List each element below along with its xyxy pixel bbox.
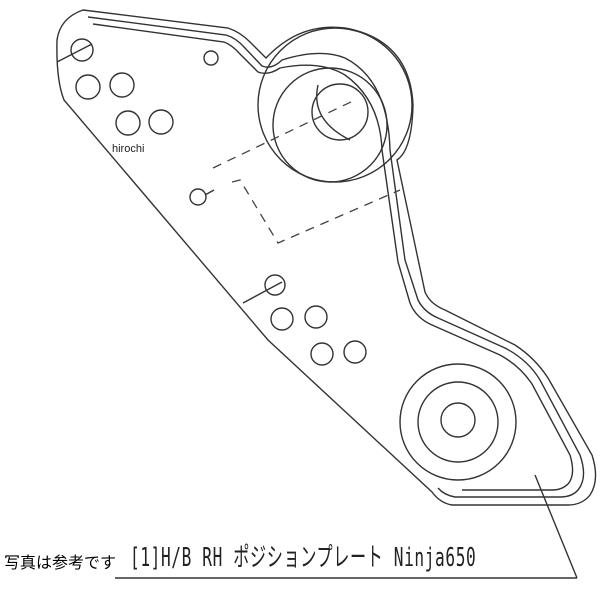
hole [203, 50, 219, 66]
leader-line [242, 281, 283, 304]
label-leader-line [534, 474, 578, 579]
hole [189, 188, 207, 206]
upper-boss-outer [257, 27, 413, 183]
leader-line [56, 43, 93, 63]
mounting-holes [70, 38, 367, 366]
hole [343, 340, 367, 364]
watermark-text: hirochi [112, 143, 145, 155]
plate-outer-outline [56, 9, 597, 506]
plate-third-outline [92, 23, 574, 491]
hole [115, 110, 141, 136]
lower-boss-ring [417, 381, 499, 463]
lower-boss-hole [440, 402, 476, 438]
part-label: [1]H/B RH ポジションプレート Ninja650 [130, 543, 477, 573]
hole [148, 109, 174, 135]
upper-boss-hole [311, 83, 369, 141]
hole [310, 342, 334, 366]
reference-note: 写真は参考です [4, 553, 117, 572]
upper-boss-ring [272, 67, 388, 183]
upper-boss-hole-inner [316, 84, 351, 141]
hole [270, 307, 294, 331]
lower-boss-outer [399, 363, 517, 481]
hole [70, 38, 94, 62]
plate-inner-outline [87, 16, 585, 498]
hidden-line [231, 179, 401, 244]
hole [304, 305, 328, 329]
hole [109, 72, 135, 98]
leader-line [204, 189, 215, 196]
hole [75, 74, 101, 100]
hole [264, 274, 286, 296]
hidden-line [212, 99, 356, 169]
